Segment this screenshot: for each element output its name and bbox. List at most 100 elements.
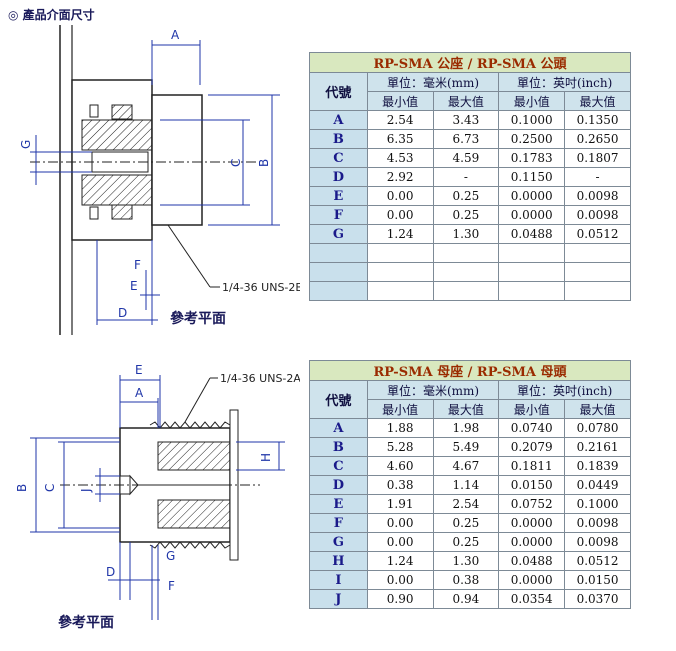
- dim-label-g: G: [19, 140, 33, 149]
- cell-mm-max: 1.30: [432, 551, 500, 571]
- cell-mm-min: 2.54: [366, 110, 434, 130]
- table-row: [309, 281, 631, 301]
- cell-inch-min: 0.0000: [498, 570, 566, 590]
- cell-mm-max: [432, 281, 500, 301]
- unit-inch-header: 單位：英吋(inch): [498, 72, 631, 92]
- min-header: 最小值: [498, 399, 566, 419]
- cell-inch-max: 0.0512: [564, 224, 631, 244]
- cell-inch-max: [564, 281, 631, 301]
- row-code: G: [309, 532, 368, 552]
- dim-label-e-bottom: E: [135, 363, 143, 377]
- cell-inch-max: 0.0370: [564, 589, 631, 609]
- cell-mm-max: [432, 262, 500, 282]
- cell-inch-min: 0.1000: [498, 110, 566, 130]
- cell-mm-min: 4.60: [366, 456, 434, 476]
- cell-inch-min: 0.1783: [498, 148, 566, 168]
- max-header: 最大值: [564, 91, 631, 111]
- row-code: C: [309, 148, 368, 168]
- table-row: [309, 243, 631, 263]
- row-code: E: [309, 186, 368, 206]
- cell-inch-max: 0.1807: [564, 148, 631, 168]
- dim-label-f: F: [134, 258, 141, 272]
- cell-mm-max: 0.38: [432, 570, 500, 590]
- cell-mm-min: 1.24: [366, 224, 434, 244]
- cell-inch-min: 0.1811: [498, 456, 566, 476]
- cell-inch-max: 0.0150: [564, 570, 631, 590]
- unit-inch-header: 單位：英吋(inch): [498, 380, 631, 400]
- cell-inch-min: [498, 243, 566, 263]
- row-code: F: [309, 513, 368, 533]
- dim-label-c-bottom: C: [43, 484, 57, 492]
- cell-inch-min: 0.0000: [498, 513, 566, 533]
- max-header: 最大值: [432, 91, 500, 111]
- cell-mm-max: 0.25: [432, 513, 500, 533]
- cell-mm-max: 0.94: [432, 589, 500, 609]
- row-code: G: [309, 224, 368, 244]
- male-connector-diagram: A B C D E F G 1/4-36 UNS-2B: [19, 25, 300, 335]
- cell-inch-max: 0.2161: [564, 437, 631, 457]
- cell-mm-min: 0.90: [366, 589, 434, 609]
- row-code: F: [309, 205, 368, 225]
- cell-mm-min: 0.00: [366, 205, 434, 225]
- cell-mm-max: 0.25: [432, 532, 500, 552]
- cell-inch-min: 0.0354: [498, 589, 566, 609]
- cell-mm-min: 0.00: [366, 186, 434, 206]
- cell-mm-min: 5.28: [366, 437, 434, 457]
- cell-mm-min: 1.24: [366, 551, 434, 571]
- cell-inch-max: 0.1000: [564, 494, 631, 514]
- cell-mm-max: 0.25: [432, 205, 500, 225]
- cell-inch-min: 0.2500: [498, 129, 566, 149]
- spec-table-male: RP-SMA 公座 / RP-SMA 公頭 代號 單位：毫米(mm) 單位：英吋…: [309, 52, 631, 301]
- cell-mm-min: 2.92: [366, 167, 434, 187]
- cell-mm-min: 4.53: [366, 148, 434, 168]
- code-header: 代號: [309, 380, 368, 419]
- cell-mm-max: -: [432, 167, 500, 187]
- cell-inch-min: 0.0488: [498, 551, 566, 571]
- cell-mm-max: 1.14: [432, 475, 500, 495]
- cell-inch-min: 0.0150: [498, 475, 566, 495]
- cell-mm-max: 3.43: [432, 110, 500, 130]
- cell-inch-max: 0.0098: [564, 186, 631, 206]
- cell-inch-max: 0.0512: [564, 551, 631, 571]
- row-code: E: [309, 494, 368, 514]
- dim-label-f-bottom: F: [168, 579, 175, 593]
- cell-mm-min: 1.91: [366, 494, 434, 514]
- cell-inch-max: 0.0449: [564, 475, 631, 495]
- dim-label-a: A: [171, 28, 180, 42]
- row-code: A: [309, 418, 368, 438]
- cell-inch-min: 0.0000: [498, 532, 566, 552]
- cell-inch-max: 0.0780: [564, 418, 631, 438]
- min-header: 最小值: [366, 91, 434, 111]
- row-code: H: [309, 551, 368, 571]
- unit-mm-header: 單位：毫米(mm): [366, 72, 500, 92]
- row-code: J: [309, 589, 368, 609]
- cell-mm-min: 0.00: [366, 513, 434, 533]
- table-row: [309, 262, 631, 282]
- reference-plane-label-bottom: 參考平面: [58, 615, 114, 631]
- cell-mm-max: 0.25: [432, 186, 500, 206]
- table-title: RP-SMA 公座 / RP-SMA 公頭: [309, 52, 631, 73]
- dim-label-d-bottom: D: [106, 565, 115, 579]
- dim-label-g-bottom: G: [166, 549, 175, 563]
- cell-inch-max: 0.0098: [564, 532, 631, 552]
- cell-mm-max: 4.59: [432, 148, 500, 168]
- row-code: D: [309, 167, 368, 187]
- cell-inch-max: [564, 243, 631, 263]
- cell-mm-min: 0.00: [366, 532, 434, 552]
- cell-mm-max: 2.54: [432, 494, 500, 514]
- min-header: 最小值: [498, 91, 566, 111]
